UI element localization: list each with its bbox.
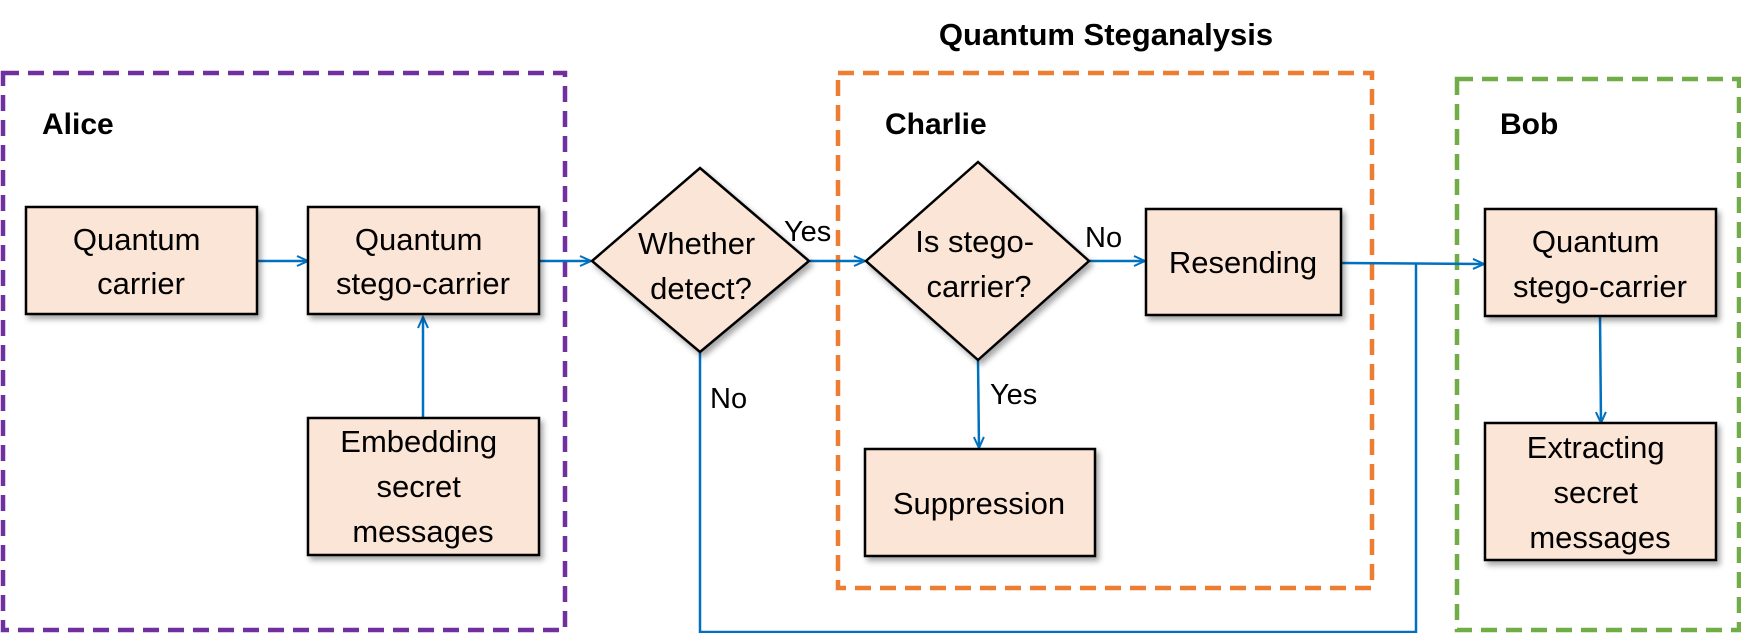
decision-is-stego-carrier: Is stego- carrier?: [864, 160, 1091, 362]
extracting-line-2: secret: [1553, 475, 1638, 510]
bob-label: Bob: [1500, 108, 1558, 141]
embedding-line-1: Embedding: [340, 424, 497, 459]
diagram-title: Quantum Steganalysis: [939, 17, 1273, 52]
edge-label-stego-yes: Yes: [990, 379, 1037, 411]
arrow-stego-yes-to-suppression: [978, 359, 979, 448]
node-bob-stego-carrier: Quantum stego-carrier: [1483, 207, 1718, 318]
svg-text:Extracting secret: Extracting secret messages: [1527, 430, 1673, 555]
is-stego-line-2: carrier?: [926, 269, 1031, 304]
node-resending: Resending: [1144, 207, 1343, 317]
node-extracting-secret-messages: Extracting secret messages: [1483, 421, 1718, 562]
whether-detect-line-1: Whether: [638, 226, 755, 261]
svg-text:Quantum carrier: Quantum carrier: [73, 222, 209, 301]
node-suppression: Suppression: [863, 447, 1097, 558]
bob-stego-line-2: stego-carrier: [1513, 269, 1687, 304]
alice-region-border: [0, 70, 568, 633]
quantum-carrier-line-2: carrier: [97, 266, 185, 301]
suppression-text: Suppression: [893, 486, 1065, 521]
node-embedding-secret-messages: Embedding secret messages: [306, 416, 541, 557]
edge-label-detect-yes: Yes: [784, 216, 831, 248]
whether-detect-line-2: detect?: [650, 271, 752, 306]
edge-label-stego-no: No: [1085, 222, 1122, 254]
alice-label: Alice: [42, 108, 114, 141]
svg-text:Quantum stego-carrier: Quantum stego-carrier: [1513, 224, 1687, 304]
bob-stego-line-1: Quantum: [1532, 224, 1660, 259]
node-alice-stego-carrier: Quantum stego-carrier: [306, 205, 541, 316]
resending-text: Resending: [1169, 245, 1317, 280]
connectors: [258, 261, 1601, 634]
charlie-label: Charlie: [885, 108, 987, 141]
svg-text:Whether detect?: Whether detect?: [638, 226, 764, 306]
edge-label-detect-no: No: [710, 383, 747, 415]
arrow-bob-stego-to-extracting: [1600, 316, 1601, 423]
path-detect-no-bypass: [698, 264, 1418, 634]
is-stego-line-1: Is stego-: [915, 224, 1034, 259]
charlie-region-border: [835, 70, 1375, 591]
decision-whether-detect: Whether detect?: [590, 166, 811, 354]
node-quantum-carrier: Quantum carrier: [24, 205, 259, 316]
svg-text:Is stego- carrier?: Is stego- carrier?: [915, 224, 1043, 304]
quantum-carrier-line-1: Quantum: [73, 222, 201, 257]
embedding-line-3: messages: [352, 514, 493, 549]
extracting-line-1: Extracting: [1527, 430, 1665, 465]
svg-text:Embedding secret m: Embedding secret messages: [340, 424, 505, 549]
extracting-line-3: messages: [1529, 520, 1670, 555]
bob-region-border: [1454, 76, 1741, 633]
alice-stego-line-2: stego-carrier: [336, 266, 510, 301]
arrow-resending-to-bob: [1341, 263, 1484, 264]
alice-stego-line-1: Quantum: [355, 222, 483, 257]
embedding-line-2: secret: [376, 469, 461, 504]
svg-text:Quantum stego-carrier: Quantum stego-carrier: [336, 222, 510, 301]
